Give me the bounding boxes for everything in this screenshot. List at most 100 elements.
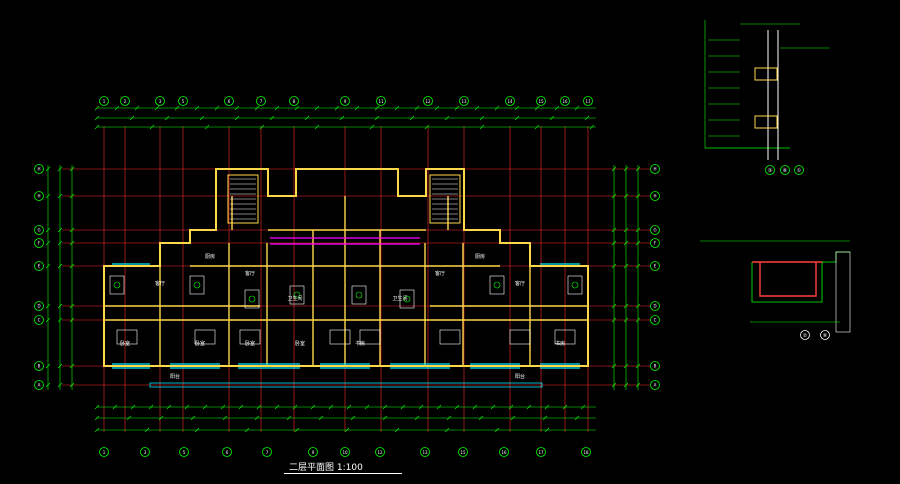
dimension-tick bbox=[269, 115, 275, 121]
dimension-tick bbox=[444, 427, 450, 433]
dimension-tick bbox=[190, 415, 196, 421]
bed bbox=[554, 329, 576, 345]
axis-bubble-label: A bbox=[38, 383, 41, 388]
dimension-tick bbox=[623, 193, 629, 199]
dimension-tick bbox=[274, 404, 280, 410]
axis-bubble-label: 9 bbox=[344, 99, 347, 104]
dimension-tick bbox=[334, 105, 340, 111]
axis-bubble-left bbox=[34, 315, 44, 325]
axis-bubble-top bbox=[289, 96, 299, 106]
axis-bubble-label: 6 bbox=[226, 450, 229, 455]
dimension-tick bbox=[635, 166, 641, 172]
axis-bubble-label: E bbox=[654, 264, 657, 269]
table bbox=[189, 275, 205, 295]
dimension-tick bbox=[45, 193, 51, 199]
dimension-tick bbox=[149, 124, 155, 130]
axis-bubble-top bbox=[256, 96, 266, 106]
dimension-tick bbox=[314, 105, 320, 111]
dimension-tick bbox=[623, 240, 629, 246]
axis-bubble-label: 1 bbox=[103, 99, 106, 104]
axis-bubble-label: D bbox=[37, 304, 40, 309]
dimension-tick bbox=[184, 404, 190, 410]
dimension-tick bbox=[611, 240, 617, 246]
dimension-tick bbox=[45, 227, 51, 233]
dimension-tick bbox=[199, 115, 205, 121]
axis-bubble-label: E bbox=[38, 264, 41, 269]
chair bbox=[571, 281, 579, 289]
dimension-tick bbox=[436, 404, 442, 410]
axis-bubble-label: 12 bbox=[425, 99, 431, 104]
axis-bubble-label: 13 bbox=[461, 99, 467, 104]
floor-plan-walls bbox=[103, 168, 589, 388]
room-label: 客厅 bbox=[435, 270, 445, 277]
dimension-tick bbox=[256, 404, 262, 410]
axis-bubble-bottom bbox=[581, 447, 591, 457]
room-label: 卧室 bbox=[195, 340, 205, 347]
dimension-tick bbox=[130, 404, 136, 410]
dimension-tick bbox=[94, 124, 100, 130]
axis-bubble-label: H bbox=[37, 194, 40, 199]
dimension-tick bbox=[584, 115, 590, 121]
axis-bubble-top bbox=[99, 96, 109, 106]
axis-bubble-bottom bbox=[536, 447, 546, 457]
axis-bubble-right bbox=[650, 361, 660, 371]
axis-bubble-label: 7 bbox=[266, 450, 269, 455]
room-label: 客厅 bbox=[245, 270, 255, 277]
axis-bubble-top bbox=[459, 96, 469, 106]
axis-bubble-bottom bbox=[375, 447, 385, 457]
chair bbox=[493, 281, 501, 289]
dimension-tick bbox=[394, 427, 400, 433]
axis-bubble-right bbox=[650, 164, 660, 174]
dimension-tick bbox=[611, 227, 617, 233]
dimension-tick bbox=[611, 363, 617, 369]
dimension-tick bbox=[45, 166, 51, 172]
axis-bubble-left bbox=[34, 191, 44, 201]
dimension-tick bbox=[45, 363, 51, 369]
dimension-tick bbox=[549, 115, 555, 121]
dimension-tick bbox=[574, 415, 580, 421]
dimension-tick bbox=[57, 227, 63, 233]
dimension-tick bbox=[635, 227, 641, 233]
axis-bubble-label: 6 bbox=[228, 99, 231, 104]
bed bbox=[329, 329, 351, 345]
axis-bubble-right bbox=[650, 261, 660, 271]
dimension-tick bbox=[574, 105, 580, 111]
dimension-tick bbox=[623, 303, 629, 309]
room-labels: 卧室卧室卧室卧室客厅客厅客厅客厅卫生间卫生间厨房厨房阳台阳台书房书房 bbox=[109, 253, 583, 380]
axis-bubble-left bbox=[34, 361, 44, 371]
detail-axis-bubble bbox=[820, 330, 830, 340]
axis-bubble-top bbox=[224, 96, 234, 106]
dimension-tick bbox=[611, 263, 617, 269]
axis-bubble-top bbox=[505, 96, 515, 106]
dimension-tick bbox=[635, 382, 641, 388]
dimension-tick bbox=[69, 166, 75, 172]
axis-bubble-label: H bbox=[37, 167, 40, 172]
axis-bubble-left bbox=[34, 261, 44, 271]
axis-bubble-top bbox=[423, 96, 433, 106]
dimension-tick bbox=[479, 115, 485, 121]
table bbox=[489, 275, 505, 295]
dimension-tick bbox=[344, 427, 350, 433]
axis-bubble-top bbox=[155, 96, 165, 106]
axis-bubble-bottom bbox=[99, 447, 109, 457]
dimension-tick bbox=[214, 105, 220, 111]
room-label: 厨房 bbox=[475, 253, 485, 260]
axis-bubble-label: 3 bbox=[159, 99, 162, 104]
axis-bubble-bottom bbox=[308, 447, 318, 457]
dimension-tick bbox=[472, 404, 478, 410]
dimension-tick bbox=[166, 404, 172, 410]
dimension-tick bbox=[94, 115, 100, 121]
room-label: 阳台 bbox=[515, 373, 525, 380]
drawing-title: 二层平面图 1:100 bbox=[289, 463, 363, 473]
dimension-tick bbox=[635, 303, 641, 309]
dimension-tick bbox=[94, 415, 100, 421]
dimension-tick bbox=[544, 427, 550, 433]
axis-bubble-label: 16 bbox=[562, 99, 568, 104]
dimension-tick bbox=[611, 382, 617, 388]
axis-bubble-left bbox=[34, 225, 44, 235]
room-label: 卧室 bbox=[120, 340, 130, 347]
dimension-tick bbox=[126, 415, 132, 421]
dimension-tick bbox=[57, 382, 63, 388]
axis-bubble-bottom bbox=[222, 447, 232, 457]
title-underline bbox=[284, 473, 402, 474]
